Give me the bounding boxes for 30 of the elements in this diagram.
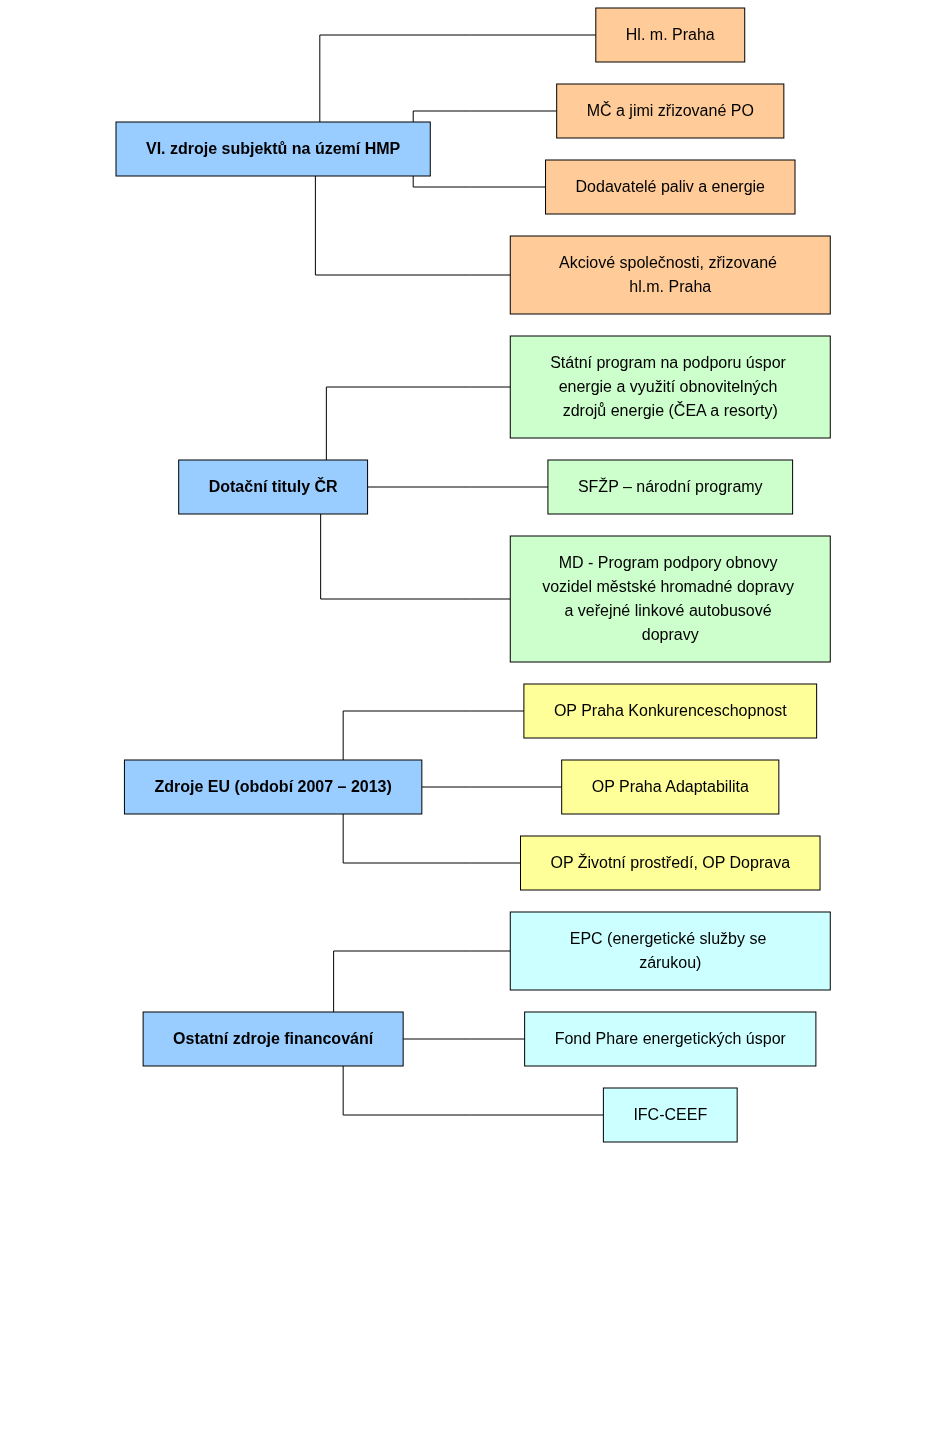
- connector: [342, 710, 525, 761]
- node-box: Akciové společnosti, zřizované hl.m. Praha: [509, 235, 831, 315]
- node-box: MČ a jimi zřizované PO: [556, 83, 785, 139]
- connector: [342, 1065, 604, 1116]
- node-box: OP Životní prostředí, OP Doprava: [519, 835, 821, 891]
- connector: [314, 175, 511, 276]
- connector: [366, 486, 549, 488]
- node-box: Ostatní zdroje financování: [142, 1011, 404, 1067]
- node-box: OP Praha Adaptabilita: [561, 759, 780, 815]
- node-box: Hl. m. Praha: [595, 7, 746, 63]
- node-box: MD - Program podpory obnovy vozidel městské hromadné dopravy a veřejné linkové autobusové dopravy: [509, 535, 831, 663]
- connector: [342, 813, 521, 864]
- connector: [421, 786, 563, 788]
- connector: [325, 386, 511, 461]
- connector: [333, 950, 511, 1013]
- connector: [412, 175, 546, 188]
- node-box: Dotační tituly ČR: [178, 459, 368, 515]
- node-box: VI. zdroje subjektů na území HMP: [115, 121, 431, 177]
- node-box: EPC (energetické služby se zárukou): [509, 911, 831, 991]
- node-box: Zdroje EU (období 2007 – 2013): [123, 759, 423, 815]
- connector: [320, 513, 511, 600]
- connector: [412, 110, 558, 123]
- node-box: IFC-CEEF: [602, 1087, 738, 1143]
- node-box: OP Praha Konkurenceschopnost: [523, 683, 817, 739]
- node-box: SFŽP – národní programy: [547, 459, 793, 515]
- connector: [402, 1038, 525, 1040]
- connector: [319, 34, 597, 123]
- node-box: Státní program na podporu úspor energie a využití obnovitelných zdrojů energie (ČEA a resorty): [509, 335, 831, 439]
- node-box: Fond Phare energetických úspor: [524, 1011, 817, 1067]
- node-box: Dodavatelé paliv a energie: [544, 159, 796, 215]
